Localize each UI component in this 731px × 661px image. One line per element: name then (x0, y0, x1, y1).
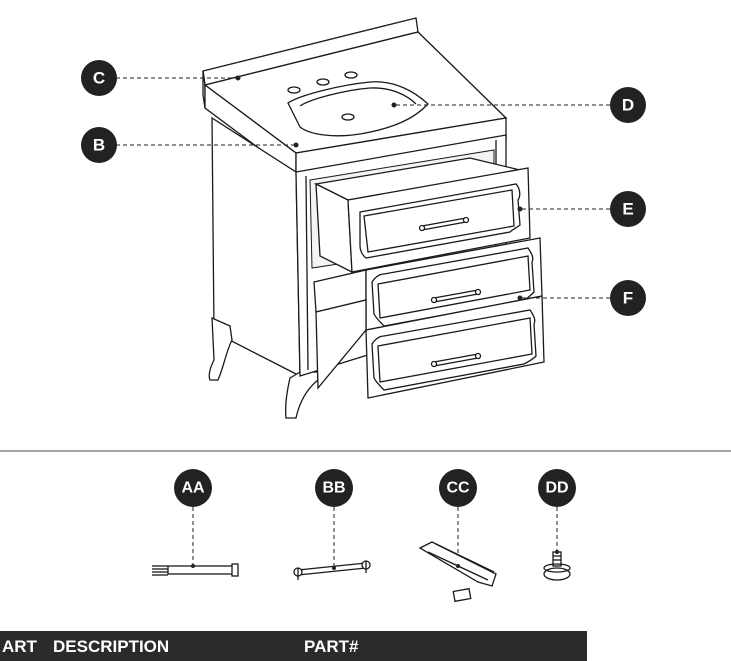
hardware-bb (293, 560, 371, 580)
svg-text:CC: CC (446, 480, 470, 497)
vanity-cabinet (202, 17, 545, 419)
callout-dd: DD (538, 469, 576, 507)
svg-text:B: B (93, 136, 105, 155)
column-description: DESCRIPTION (53, 637, 170, 656)
svg-text:E: E (622, 200, 633, 219)
parts-table-header: ART DESCRIPTION PART# (0, 631, 587, 661)
hardware-dd (543, 550, 571, 581)
svg-text:BB: BB (322, 480, 345, 497)
callout-e: E (610, 191, 646, 227)
callout-bb: BB (315, 469, 353, 507)
callout-f: F (610, 280, 646, 316)
svg-text:C: C (93, 69, 105, 88)
callout-c: C (81, 60, 117, 96)
hardware-cc (418, 541, 497, 603)
callout-aa: AA (174, 469, 212, 507)
column-part: ART (2, 637, 37, 656)
column-part-number: PART# (304, 637, 359, 656)
callout-b: B (81, 127, 117, 163)
svg-text:D: D (622, 96, 634, 115)
callout-cc: CC (439, 469, 477, 507)
svg-text:F: F (623, 289, 633, 308)
svg-text:AA: AA (181, 480, 205, 497)
hardware-aa (152, 563, 239, 577)
svg-text:DD: DD (545, 480, 568, 497)
callout-d: D (610, 87, 646, 123)
